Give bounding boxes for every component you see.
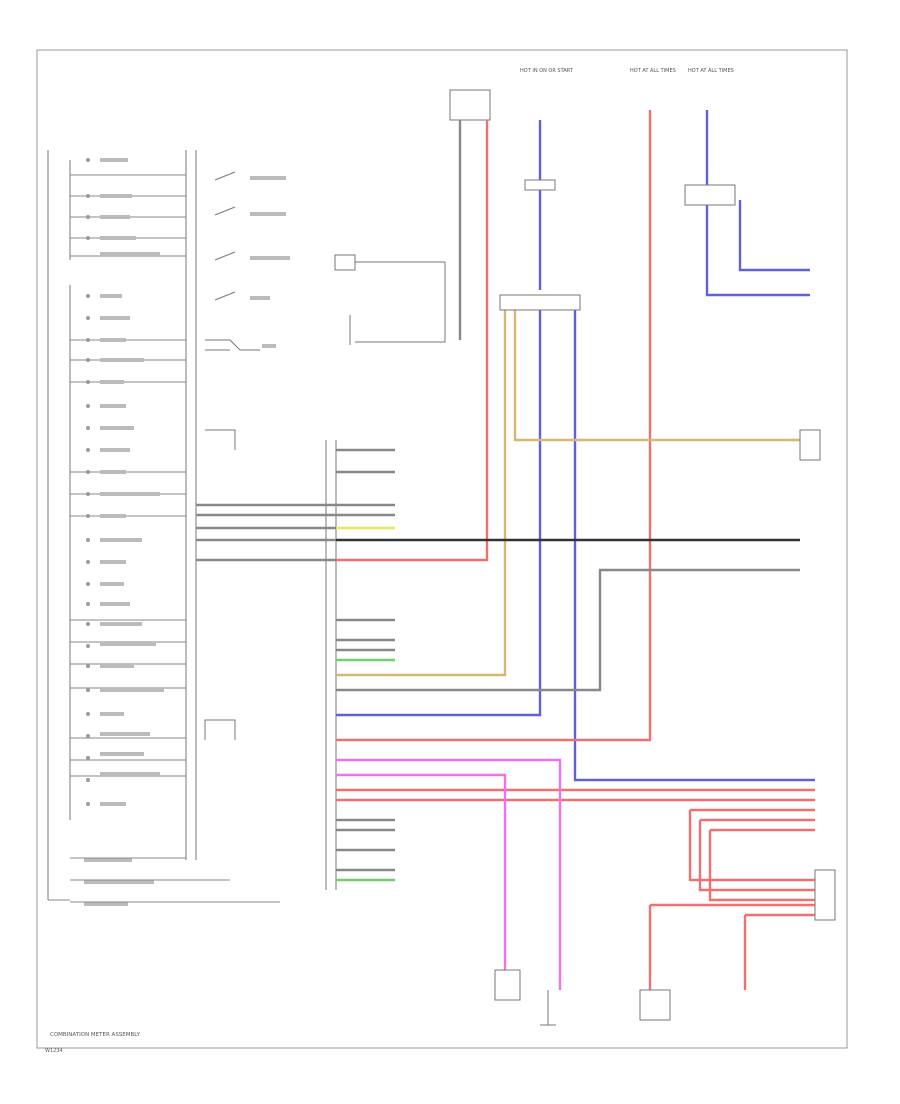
diagram-frame: [36, 49, 848, 1049]
top-connector: [449, 89, 491, 121]
meter-connector: [325, 440, 337, 890]
wire-tan: [513, 310, 800, 442]
wire-pink: [336, 758, 562, 990]
wire-red: [336, 110, 652, 742]
ground-symbol: [540, 990, 556, 1026]
right-connectors: [494, 179, 836, 1021]
assembly-label: COMBINATION METER ASSEMBLY: [50, 1032, 141, 1038]
power-label-1: HOT IN ON OR START: [520, 68, 574, 74]
wire-red: [688, 810, 815, 882]
wire-blue: [738, 200, 810, 272]
power-label-3: HOT AT ALL TIMES: [688, 68, 734, 74]
sensor-connector: [334, 254, 446, 345]
wire-tan: [336, 310, 507, 677]
wire-harness: [196, 110, 815, 990]
wire-red: [708, 830, 815, 902]
diagram-code: W1234: [45, 1048, 63, 1054]
wire-red: [698, 820, 815, 892]
wire-pink: [336, 773, 507, 980]
power-labels: HOT IN ON OR START HOT AT ALL TIMES HOT …: [520, 68, 734, 74]
combination-meter-assembly: [47, 150, 280, 906]
wire-blue: [573, 310, 815, 782]
power-label-2: HOT AT ALL TIMES: [630, 68, 676, 74]
wire-blue: [705, 200, 810, 297]
wire-red: [336, 120, 489, 562]
wire-gray: [336, 568, 800, 692]
wire-blue: [336, 310, 542, 717]
meter-switches: [204, 171, 260, 740]
